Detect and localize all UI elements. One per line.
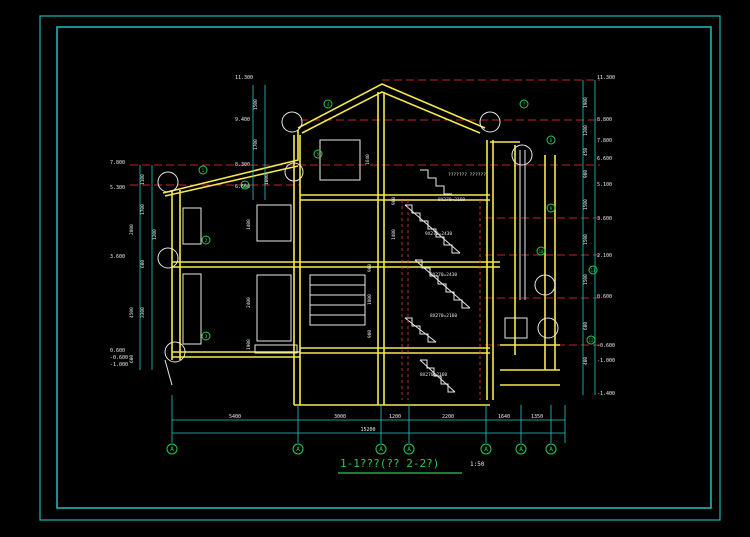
left-level-1: 7.800: [110, 160, 125, 166]
right-level-6: 3.600: [597, 216, 612, 222]
axis-label-7: A: [549, 446, 553, 453]
vdim-right-4: 900: [583, 170, 589, 178]
right-level-5: 5.100: [597, 182, 612, 188]
ref-6: 6: [244, 183, 247, 188]
left-level-4: 0.600: [110, 348, 125, 354]
axis-label-4: A: [407, 446, 411, 453]
dim-seg-3: 1200: [389, 414, 401, 420]
ref-9: 9: [550, 206, 553, 211]
stair-label-2: 9X270=2430: [425, 231, 452, 237]
dim-seg-2: 3000: [334, 414, 346, 420]
vdim-left-8: 600: [129, 355, 135, 363]
right-level-1: 11.300: [597, 75, 615, 81]
vdim-right-1: 1900: [583, 97, 589, 108]
right-level-4: 6.600: [597, 156, 612, 162]
vdim-right-2: 1200: [583, 125, 589, 136]
right-level-2: 8.800: [597, 117, 612, 123]
dim-seg-4: 2200: [442, 414, 454, 420]
drawing-scale: 1:50: [470, 461, 485, 468]
ref-2: 2: [205, 238, 208, 243]
vdim-mid-a-2: 1700: [253, 139, 259, 150]
vdim-mid-b-3: 1400: [391, 229, 397, 240]
mid-level-1: 11.300: [235, 75, 253, 81]
vdim-right-5: 1500: [583, 199, 589, 210]
ref-4: 4: [327, 102, 330, 107]
vdim-left-2: 1700: [140, 204, 146, 215]
stairs: [164, 139, 528, 393]
axis-label-2: A: [296, 446, 300, 453]
axis-label-6: A: [519, 446, 523, 453]
stair-wall-hatch: [401, 200, 481, 400]
stair-label-4: 8X270=2160: [430, 313, 457, 319]
left-level-3: 3.600: [110, 254, 125, 260]
vdim-mid-b-6: 900: [367, 330, 373, 338]
left-level-2: 5.300: [110, 185, 125, 191]
mid-level-3: 8.300: [235, 162, 250, 168]
vdim-left-7: 4500: [129, 307, 135, 318]
vdim-left-1: 1100: [140, 174, 146, 185]
vdim-left-4: 1200: [152, 229, 158, 240]
axis-label-1: A: [170, 446, 174, 453]
right-level-8: 0.600: [597, 294, 612, 300]
vdim-mid-a-1: 1500: [253, 99, 259, 110]
ref-8: 8: [550, 138, 553, 143]
axis-label-5: A: [484, 446, 488, 453]
vdim-left-3: 2800: [129, 224, 135, 235]
stair-label-1: 8X270=2160: [438, 197, 465, 203]
dimension-lines: [139, 80, 596, 443]
outer-frame: [39, 15, 721, 521]
right-level-10: -1.000: [597, 358, 615, 364]
vdim-right-9: 400: [583, 357, 589, 365]
vdim-mid-a-4: 1400: [246, 219, 252, 230]
ref-5: 5: [317, 152, 320, 157]
right-level-9: -0.600: [597, 343, 615, 349]
ref-12: 12: [589, 338, 594, 343]
axis-label-3: A: [379, 446, 383, 453]
vdim-right-7: 1500: [583, 274, 589, 285]
detail-callouts: [157, 111, 559, 363]
axis-circles: [166, 443, 557, 455]
vdim-left-5: 600: [140, 260, 146, 268]
vdim-mid-b-1: 1640: [365, 154, 371, 165]
stair-note: ??????? ??????: [448, 172, 486, 178]
vdim-mid-b-4: 900: [367, 264, 373, 272]
right-level-11: -1.400: [597, 391, 615, 397]
right-level-7: 2.100: [597, 253, 612, 259]
vdim-mid-a-5: 2400: [246, 297, 252, 308]
mid-level-4: 6.600: [235, 184, 250, 190]
vdim-left-6: 3300: [140, 307, 146, 318]
ref-1: 1: [202, 168, 205, 173]
stair-label-3: 9X270=2430: [430, 272, 457, 278]
building-structure: [162, 83, 560, 406]
ref-7: 7: [523, 102, 526, 107]
mid-level-2: 9.400: [235, 117, 250, 123]
vdim-mid-b-2: 900: [391, 197, 397, 205]
right-level-3: 7.800: [597, 138, 612, 144]
vdim-mid-b-5: 1800: [367, 294, 373, 305]
ref-3: 3: [205, 334, 208, 339]
dim-total: 15200: [360, 427, 375, 433]
vdim-mid-a-6: 1900: [246, 339, 252, 350]
detail-ref-markers: [198, 99, 598, 345]
left-level-5: -0.600: [110, 355, 128, 361]
stair-label-5: 8X270=2160: [420, 372, 447, 378]
drawing-title: 1-1???(?? 2-2?): [340, 457, 439, 470]
vdim-right-8: 600: [583, 322, 589, 330]
vdim-right-3: 450: [583, 148, 589, 156]
ref-11: 11: [591, 268, 596, 273]
vdim-mid-a-3: 1000: [264, 174, 270, 185]
vdim-right-6: 1500: [583, 234, 589, 245]
dim-seg-5: 1640: [498, 414, 510, 420]
ref-10: 10: [539, 249, 544, 254]
left-level-6: -1.000: [110, 362, 128, 368]
dim-seg-6: 1350: [531, 414, 543, 420]
dim-seg-1: 5400: [229, 414, 241, 420]
inner-frame: [56, 26, 712, 509]
